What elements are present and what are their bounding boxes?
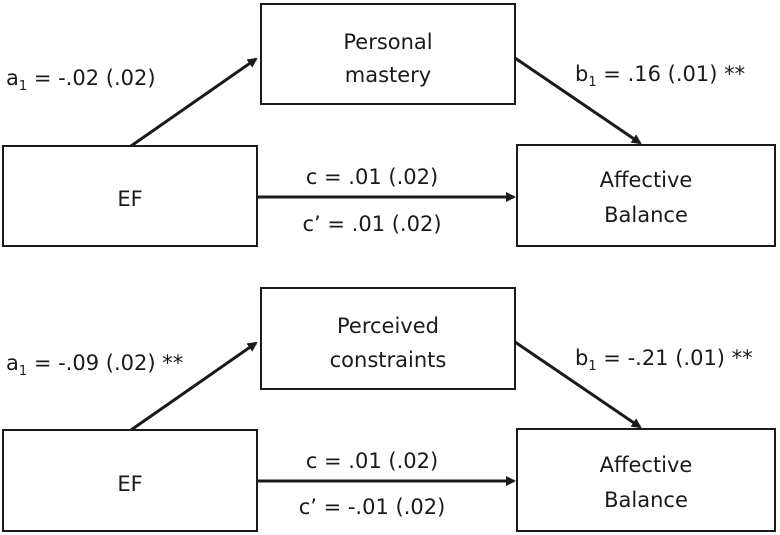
path-c-prime-label: c’ = .01 (.02) — [302, 212, 441, 236]
panel-bottom: EF Perceived constraints Affective Balan… — [2, 287, 776, 532]
predictor-box-bottom: EF — [2, 429, 258, 532]
mediator-label-line1: Perceived — [337, 314, 439, 338]
mediator-label-line1: Personal — [343, 30, 432, 54]
path-a-label: a1 = -.09 (.02) ** — [6, 351, 183, 379]
path-b-arrow — [514, 340, 642, 429]
mediator-box-top: Personal mastery — [260, 3, 516, 105]
path-b-label: b1 = -.21 (.01) ** — [575, 346, 753, 374]
predictor-label: EF — [117, 187, 142, 211]
outcome-label-line1: Affective — [600, 168, 693, 192]
outcome-box-bottom: Affective Balance — [516, 428, 776, 532]
mediator-label-line2: constraints — [330, 348, 447, 372]
outcome-box-top: Affective Balance — [516, 144, 776, 247]
panel-top: EF Personal mastery Affective Balance a1… — [2, 3, 776, 247]
predictor-box-top: EF — [2, 145, 258, 247]
path-c-label: c = .01 (.02) — [306, 165, 438, 189]
predictor-label: EF — [117, 472, 142, 496]
path-a-arrow — [130, 341, 258, 432]
outcome-label-line2: Balance — [604, 488, 688, 512]
mediator-label-line2: mastery — [345, 63, 431, 87]
outcome-label-line1: Affective — [600, 453, 693, 477]
path-b-label: b1 = .16 (.01) ** — [575, 62, 745, 90]
path-c-label: c = .01 (.02) — [306, 449, 438, 473]
outcome-label-line2: Balance — [604, 203, 688, 227]
mediator-box-bottom: Perceived constraints — [260, 287, 516, 390]
path-c-prime-label: c’ = -.01 (.02) — [299, 495, 446, 519]
path-b-arrow — [514, 56, 642, 145]
path-a-label: a1 = -.02 (.02) — [6, 66, 156, 94]
path-a-arrow — [130, 57, 258, 148]
